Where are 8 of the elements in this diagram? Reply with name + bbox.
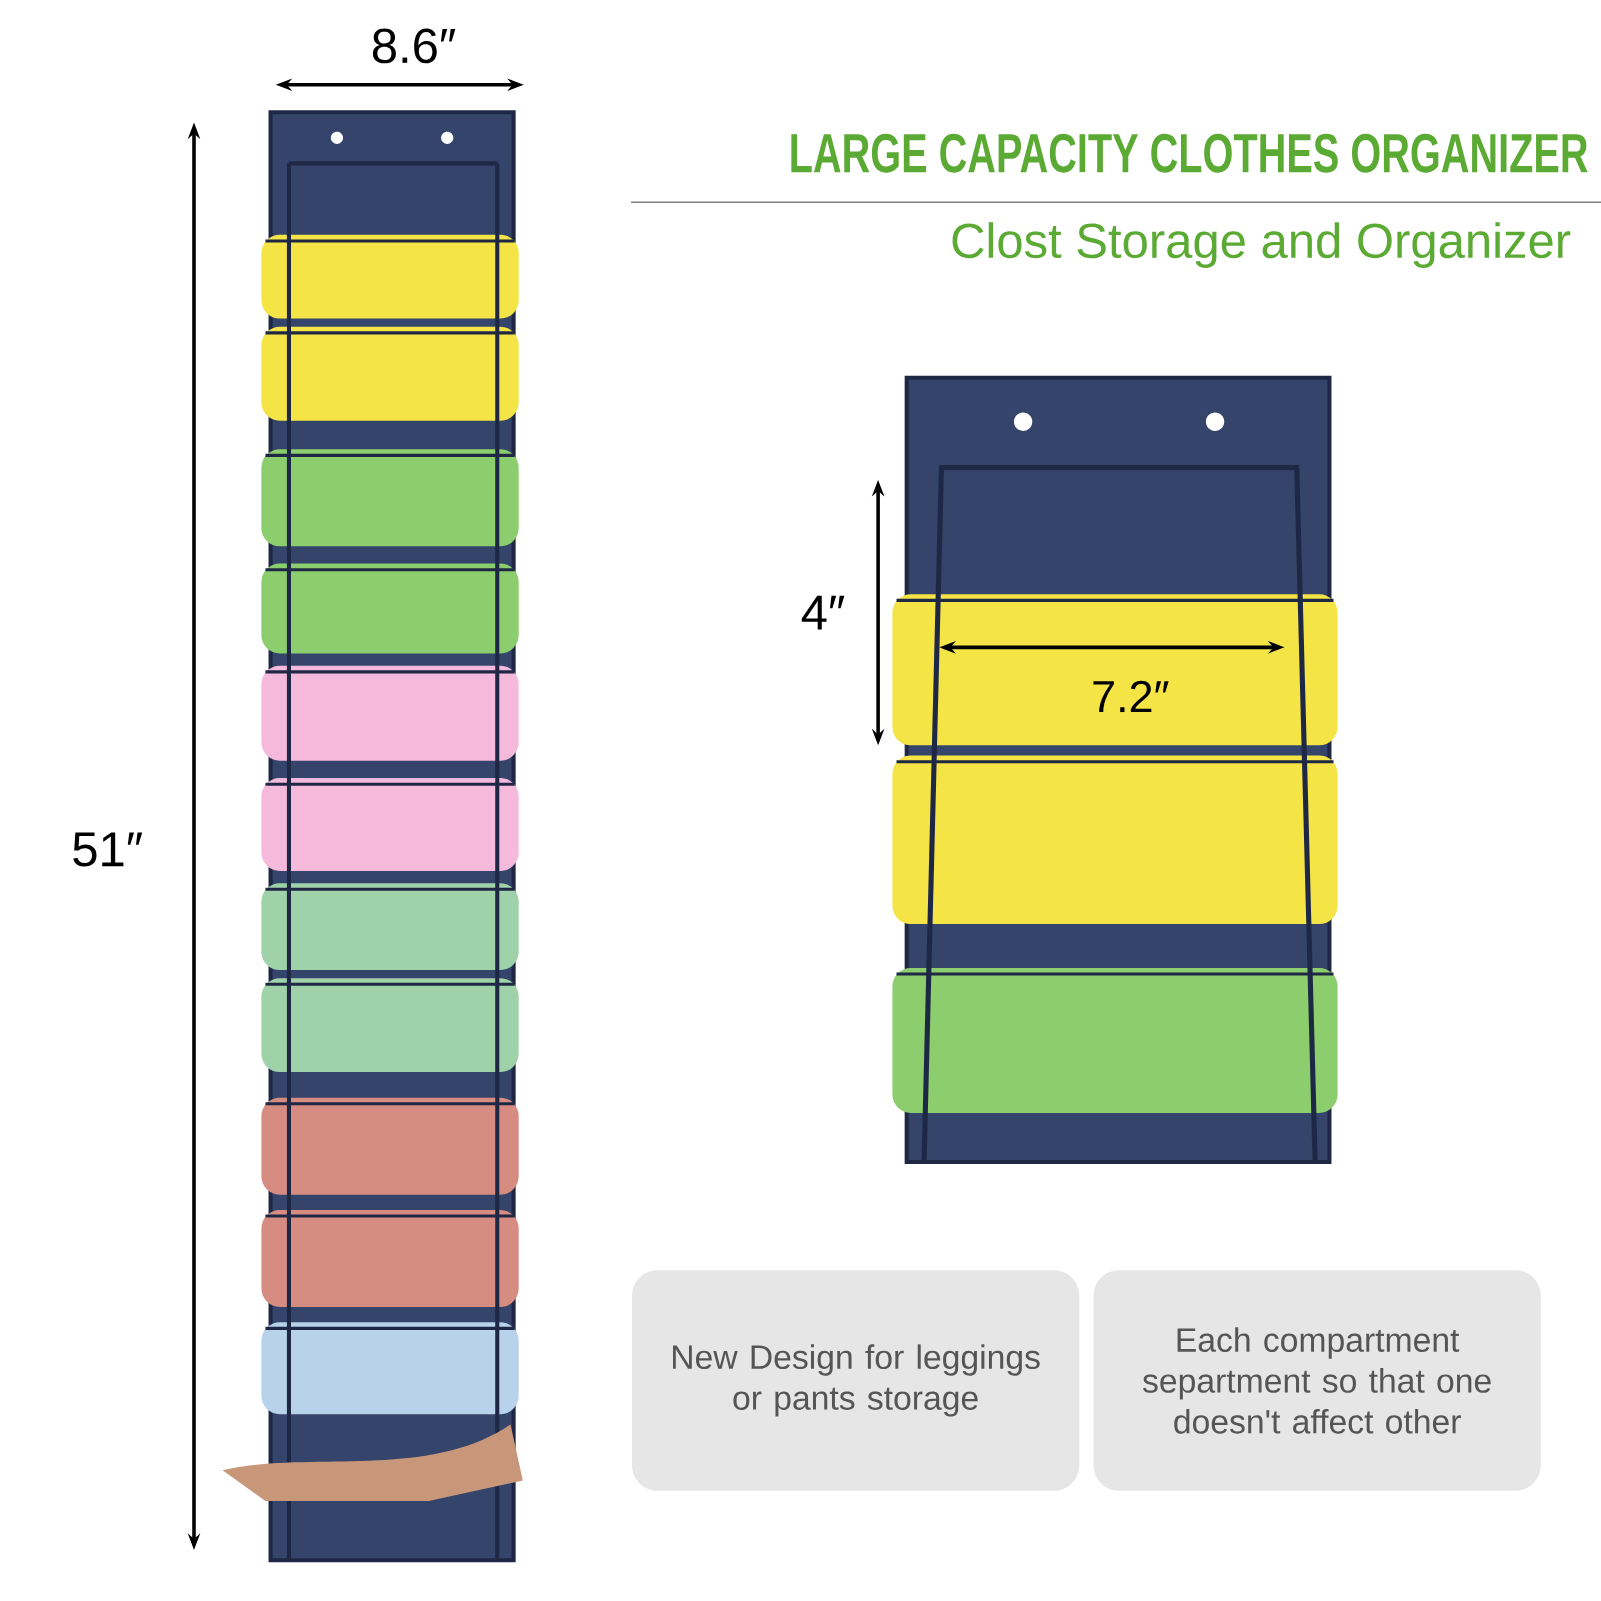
dimension-label: 4″ <box>801 595 845 630</box>
text-panel: New Design for leggings or pants storage <box>632 1270 1080 1491</box>
title: LARGE CAPACITY CLOTHES ORGANIZER <box>791 133 1588 173</box>
dimension-label: 8.6″ <box>372 28 456 64</box>
text-panel: Each compartment separtment so that one doesn't affect other <box>1093 1270 1541 1491</box>
subtitle: Clost Storage and Organizer <box>952 222 1571 268</box>
dimension-label: 7.2″ <box>1093 680 1169 713</box>
dimension-label: 51″ <box>73 832 143 867</box>
